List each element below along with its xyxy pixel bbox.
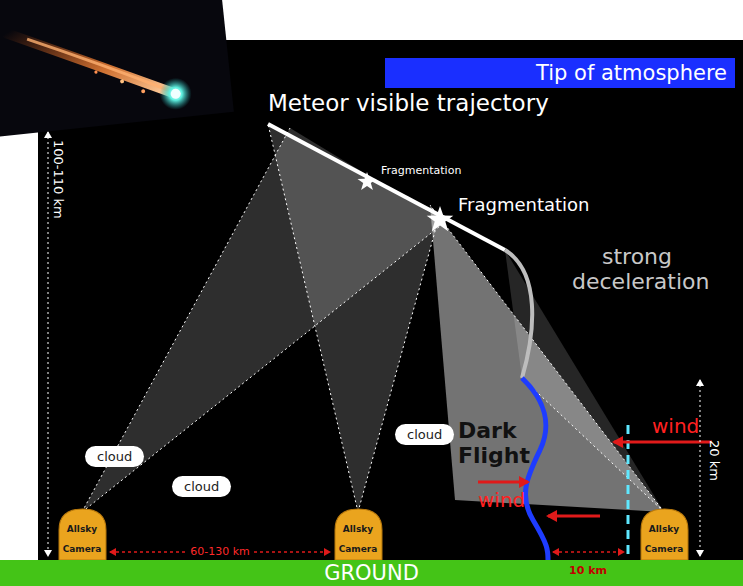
band-text: GROUND	[324, 561, 419, 585]
fragmentation-star	[427, 206, 454, 231]
visible-trajectory	[268, 124, 505, 250]
dark-flight-label: Dark Flight	[458, 418, 532, 469]
cloud-shape: cloud	[172, 476, 231, 497]
dark-flight-path	[522, 378, 548, 560]
wind-label: wind	[478, 488, 525, 512]
deceleration-arc	[505, 250, 532, 378]
fragmentation-label: Fragmentation	[458, 194, 589, 215]
dimension-label: 100-110 km	[51, 140, 66, 219]
distance-label: 60-130 km	[187, 545, 253, 558]
cloud-text: cloud	[97, 449, 132, 464]
wind-arrow	[548, 515, 600, 518]
camera-text: Camera	[58, 544, 107, 555]
fragmentation-star	[358, 172, 377, 190]
meteor-photo	[0, 0, 234, 137]
fragmentation-label: Fragmentation	[381, 164, 461, 177]
distance-label: 10 km	[569, 564, 607, 577]
wind-label: wind	[652, 414, 699, 438]
camera-text: Allsky	[334, 524, 383, 535]
dimension-label: 20 km	[707, 440, 722, 481]
allsky-camera: AllskyCamera	[334, 508, 383, 560]
distance-dimension	[553, 551, 624, 553]
sight-lines	[82, 124, 664, 512]
band-text: Tip of atmosphere	[536, 61, 727, 85]
cloud-text: cloud	[184, 479, 219, 494]
camera-text: Camera	[334, 544, 383, 555]
atmosphere-band: Tip of atmosphere	[385, 58, 735, 88]
camera-text: Camera	[640, 544, 689, 555]
allsky-camera: AllskyCamera	[640, 508, 689, 560]
cloud-shape: cloud	[85, 446, 144, 467]
allsky-camera: AllskyCamera	[58, 508, 107, 560]
field-of-view	[268, 124, 440, 512]
trajectory-label: Meteor visible trajectory	[268, 90, 549, 116]
cloud-shape: cloud	[395, 424, 454, 445]
wind-arrow	[478, 481, 528, 484]
wind-arrow	[614, 441, 712, 444]
height-dimension	[48, 132, 49, 556]
ground-band: GROUND	[0, 560, 743, 586]
camera-text: Allsky	[58, 524, 107, 535]
camera-text: Allsky	[640, 524, 689, 535]
vertical-reference	[627, 425, 630, 556]
cloud-text: cloud	[407, 427, 442, 442]
deceleration-label: strong deceleration	[572, 244, 702, 295]
height-dimension	[700, 380, 701, 556]
